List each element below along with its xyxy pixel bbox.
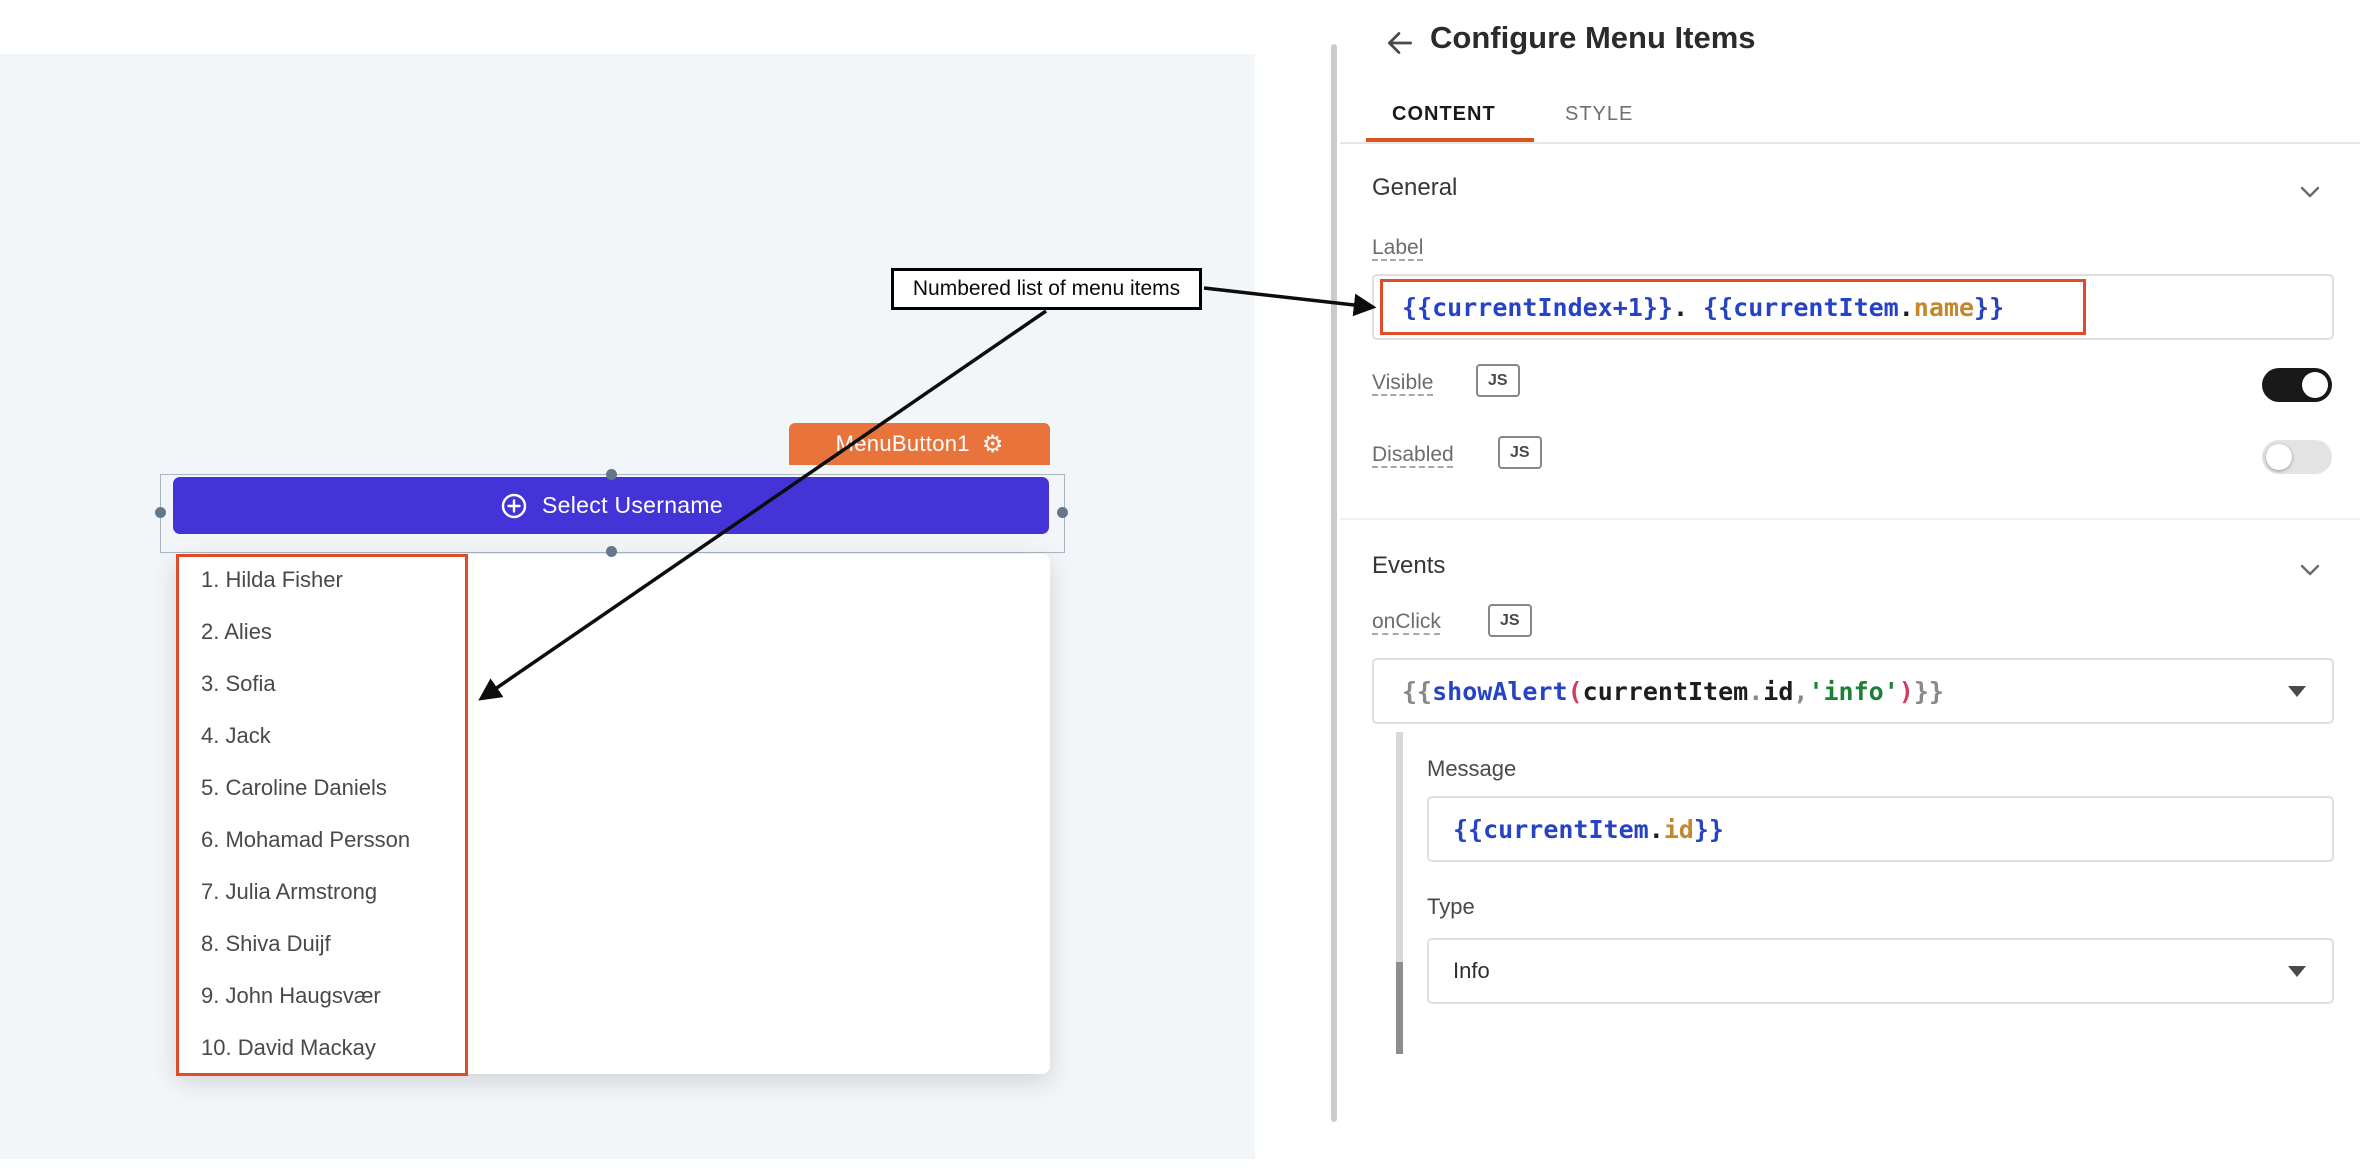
pane-title: Configure Menu Items: [1430, 20, 1756, 55]
menu-item[interactable]: 5. Caroline Daniels: [201, 775, 387, 800]
section-events-title[interactable]: Events: [1372, 552, 1446, 579]
resize-handle-bottom[interactable]: [606, 546, 617, 557]
menu-item[interactable]: 6. Mohamad Persson: [201, 827, 411, 852]
disabled-caption: Disabled: [1372, 443, 1454, 466]
tab-style[interactable]: STYLE: [1565, 103, 1634, 125]
nested-scrollbar-thumb[interactable]: [1396, 962, 1403, 1054]
visible-js-badge[interactable]: JS: [1476, 364, 1520, 397]
toggle-knob: [2266, 444, 2292, 470]
menu-item[interactable]: 7. Julia Armstrong: [201, 879, 378, 904]
menu-item[interactable]: 1. Hilda Fisher: [201, 567, 343, 592]
nested-scrollbar-track: [1396, 732, 1403, 1054]
tab-content[interactable]: CONTENT: [1392, 103, 1496, 125]
menu-item[interactable]: 2. Alies: [201, 619, 272, 644]
label-code-input[interactable]: {{currentIndex+1}}. {{currentItem.name}}: [1372, 274, 2334, 340]
type-caption: Type: [1427, 894, 1475, 919]
visible-toggle[interactable]: [2262, 368, 2332, 402]
toggle-knob: [2302, 372, 2328, 398]
menu-item[interactable]: 10. David Mackay: [201, 1035, 376, 1060]
widget-name-label: MenuButton1: [835, 431, 970, 456]
back-icon[interactable]: [1383, 26, 1417, 60]
onclick-action-select[interactable]: {{showAlert(currentItem.id,'info')}}: [1372, 658, 2334, 724]
annotation-text: Numbered list of menu items: [912, 277, 1181, 300]
caret-down-icon: [2288, 686, 2306, 697]
label-code-value: {{currentIndex+1}}. {{currentItem.name}}: [1402, 292, 2005, 322]
resize-handle-top[interactable]: [606, 469, 617, 480]
resize-handle-right[interactable]: [1057, 507, 1068, 518]
menu-item[interactable]: 8. Shiva Duijf: [201, 931, 331, 956]
message-caption: Message: [1427, 756, 1517, 781]
active-tab-underline: [1366, 138, 1534, 142]
menu-button-label: Select Username: [542, 492, 723, 518]
visible-caption: Visible: [1372, 371, 1434, 394]
menu-item[interactable]: 9. John Haugsvær: [201, 983, 381, 1008]
caret-down-icon: [2288, 966, 2306, 977]
disabled-js-badge[interactable]: JS: [1498, 436, 1542, 469]
label-caption: Label: [1372, 236, 1424, 259]
menu-dropdown: 1. Hilda Fisher 2. Alies 3. Sofia 4. Jack 5.…: [176, 554, 1050, 1074]
onclick-code-value: {{showAlert(currentItem.id,'info')}}: [1402, 676, 1944, 706]
section-general-title[interactable]: General: [1372, 174, 1458, 201]
message-code-value: {{currentItem.id}}: [1453, 814, 1724, 844]
menu-item[interactable]: 3. Sofia: [201, 671, 276, 696]
gear-icon[interactable]: ⚙: [981, 430, 1004, 458]
menu-button-widget[interactable]: Select Username: [173, 477, 1049, 534]
onclick-caption: onClick: [1372, 610, 1441, 633]
message-code-input[interactable]: {{currentItem.id}}: [1427, 796, 2334, 862]
tabs-divider: [1340, 142, 2360, 144]
onclick-js-badge[interactable]: JS: [1488, 604, 1532, 637]
plus-circle-icon: [501, 493, 527, 518]
resize-handle-left[interactable]: [155, 507, 166, 518]
chevron-down-icon[interactable]: [2296, 178, 2324, 206]
chevron-down-icon[interactable]: [2296, 556, 2324, 584]
type-select[interactable]: Info: [1427, 938, 2334, 1004]
section-divider: [1340, 518, 2360, 520]
disabled-toggle[interactable]: [2262, 440, 2332, 474]
pane-scrollbar[interactable]: [1331, 44, 1337, 1122]
widget-name-tag[interactable]: MenuButton1 ⚙: [789, 423, 1050, 465]
annotation-callout: Numbered list of menu items: [891, 268, 1202, 310]
type-select-value: Info: [1453, 958, 1490, 983]
menu-item[interactable]: 4. Jack: [201, 723, 271, 748]
